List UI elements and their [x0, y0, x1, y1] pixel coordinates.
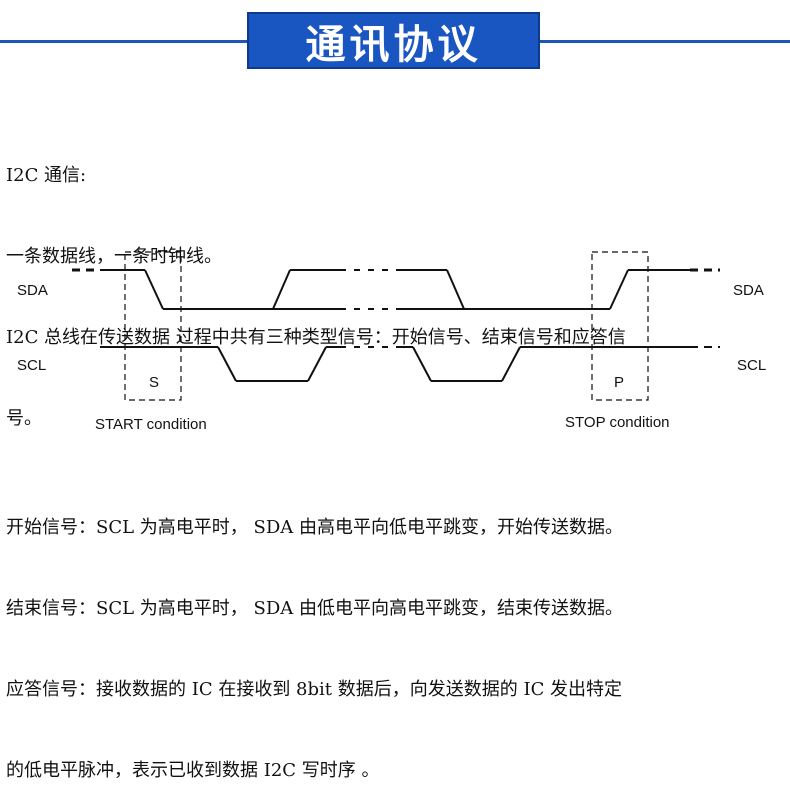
notes-line-4: 的低电平脉冲，表示已收到数据 I2C 写时序 。 [6, 760, 380, 781]
notes-line-1: 开始信号：SCL 为高电平时， SDA 由高电平向低电平跳变，开始传送数据。 [6, 517, 623, 538]
intro-line-1: I2C 通信: [6, 165, 87, 186]
intro-line-2: 一条数据线，一条时钟线。 [6, 246, 222, 267]
notes-line-3: 应答信号：接收数据的 IC 在接收到 8bit 数据后，向发送数据的 IC 发出… [6, 679, 623, 700]
scl-waveform [100, 346, 720, 382]
scl-fall-2 [412, 346, 432, 382]
sda-start-fall [144, 269, 164, 310]
stop-condition-box [591, 251, 649, 401]
page-title: 通讯协议 [247, 12, 540, 69]
scl-rise-2 [501, 346, 521, 382]
notes-line-2: 结束信号：SCL 为高电平时， SDA 由低电平向高电平跳变，结束传送数据。 [6, 598, 623, 619]
sda-stop-rise [609, 269, 629, 310]
intro-line-3: I2C 总线在传送数据 过程中共有三种类型信号：开始信号、结束信号和应答信 [6, 327, 626, 348]
stop-caption: STOP condition [565, 414, 670, 431]
header-rule-right [540, 40, 790, 43]
scl-rise-1 [307, 346, 327, 382]
sda-label-left: SDA [17, 282, 48, 299]
scl-label-right: SCL [737, 357, 766, 374]
sda-data-fall [446, 269, 465, 310]
start-caption: START condition [95, 416, 207, 433]
scl-fall-1 [217, 346, 237, 382]
notes-text: 开始信号：SCL 为高电平时， SDA 由高电平向低电平跳变，开始传送数据。 结… [6, 460, 788, 811]
i2c-timing-diagram: SDA SDA SCL SCL S P START condition STOP… [17, 251, 766, 433]
sda-waveform [72, 268, 720, 310]
intro-text: I2C 通信: 一条数据线，一条时钟线。 I2C 总线在传送数据 过程中共有三种… [6, 108, 788, 459]
start-condition-box [124, 251, 182, 401]
intro-line-4: 号。 [6, 408, 42, 429]
sda-data-rise [272, 269, 291, 310]
stop-box-label: P [614, 374, 624, 391]
header-rule-left [0, 40, 250, 43]
scl-label-left: SCL [17, 357, 46, 374]
sda-label-right: SDA [733, 282, 764, 299]
start-box-label: S [149, 374, 159, 391]
